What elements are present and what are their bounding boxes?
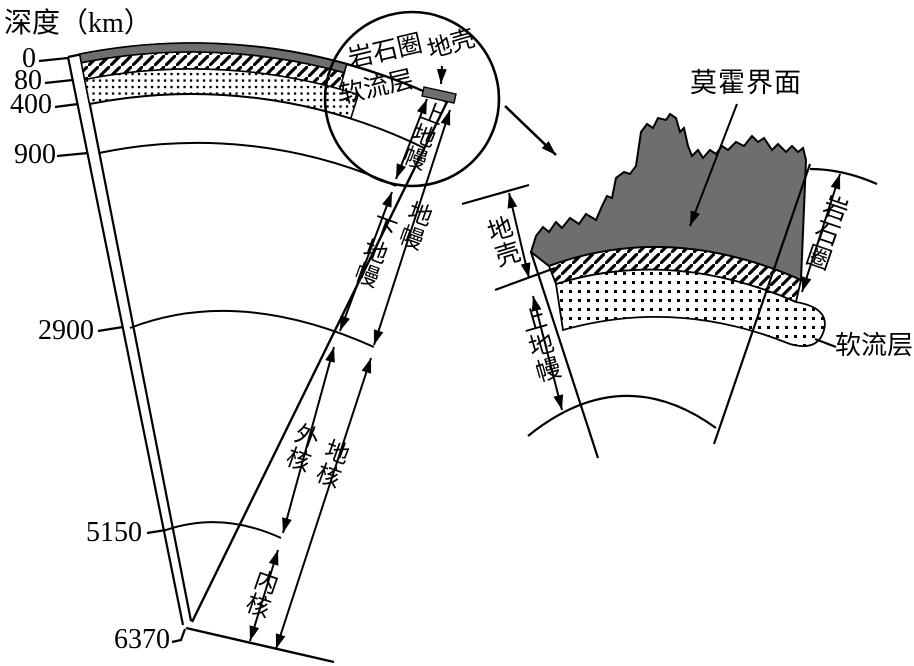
core-span [275, 357, 372, 650]
enlarged-upper-mantle-span [531, 295, 564, 411]
magnified-crust-bar [421, 86, 457, 104]
enlarged-lithosphere-span [801, 173, 841, 293]
crust-pointer-arrow [436, 65, 447, 85]
arc-2900 [129, 309, 375, 348]
enlarged-asthenosphere-label: 软流层 [835, 331, 914, 360]
layer-span-arrows [249, 98, 451, 650]
depth-tick-6370: 6370 [114, 624, 170, 655]
enlarged-left-edge [529, 251, 600, 459]
depth-tick-5150: 5150 [86, 517, 142, 548]
depth-scale [38, 53, 193, 644]
moho-pointer-arrow [689, 103, 738, 227]
asthenosphere-leader [814, 337, 837, 349]
depth-axis-title: 深度（km） [4, 8, 152, 39]
enlarged-right-edge [712, 163, 812, 445]
moho-left-tick [494, 266, 556, 292]
enlarged-dot-band [554, 268, 826, 348]
depth-tick-2900: 2900 [38, 315, 94, 346]
arc-900 [98, 141, 397, 187]
moho-label: 莫霍界面 [690, 68, 802, 98]
enlarged-bottom-arc [527, 394, 717, 437]
depth-tick-400: 400 [10, 89, 52, 120]
wedge-layers [78, 42, 360, 120]
enlarged-view [461, 103, 878, 459]
enlarged-surface-arc [809, 167, 878, 186]
arc-5150 [165, 521, 282, 539]
depth-arcs [89, 93, 425, 539]
depth-tick-80: 80 [14, 65, 42, 96]
crust-top-tick [461, 183, 530, 206]
circle-to-inset-arrow [504, 105, 557, 156]
depth-tick-900: 900 [14, 139, 56, 170]
mantle-span [373, 109, 451, 346]
depth-tick-0: 0 [22, 43, 36, 74]
inner-core-span [249, 549, 279, 642]
enlarged-crust-span [507, 192, 531, 279]
